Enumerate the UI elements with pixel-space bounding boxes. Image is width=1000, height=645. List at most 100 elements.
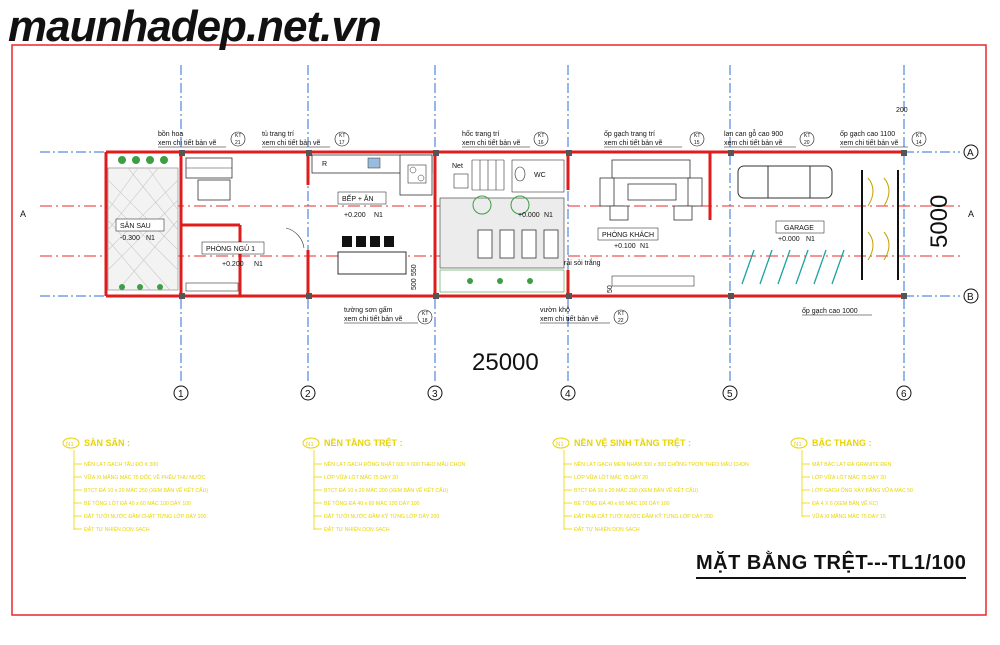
callout-title-dry-garden: vườn khô (540, 307, 570, 314)
callout-title-flower-bed: bồn hoa (158, 129, 183, 138)
legend-tag-bubble (62, 437, 80, 449)
top-small-dimension: 200 (896, 107, 908, 114)
ref-num-0: 21 (235, 140, 241, 146)
ref-top-2: KT (538, 133, 544, 139)
callout-sub-niche: xem chi tiết bản vẽ (462, 138, 520, 147)
legend-tag: N1 (794, 442, 802, 448)
room-tag-living: N1 (640, 243, 649, 250)
step-dimension-b: 550 (411, 264, 418, 276)
legend-title: NỀN TẦNG TRỆT : (324, 437, 403, 448)
net-label: Net (452, 163, 463, 170)
sheet-frame (11, 44, 987, 616)
legend-title: BẬC THANG : (812, 437, 872, 448)
ref-num-1: 17 (339, 140, 345, 146)
room-level-garage: +0.000 (778, 236, 800, 243)
legend-line: ĐẤT TỰ NHIÊN DỌN SẠCH (574, 525, 640, 533)
room-tag-bedroom: N1 (254, 261, 263, 268)
ref-top-1: KT (339, 133, 345, 139)
room-level-stair-hall: +0.000 (518, 212, 540, 219)
axis-label-2: 2 (305, 389, 311, 400)
callout-title-railing: lan can gỗ cao 900 (724, 129, 783, 138)
callout-leaders (158, 146, 908, 324)
callout-sub-deco-tile: xem chi tiết bản vẽ (604, 138, 662, 147)
legend-line: BÊ TÔNG ĐÁ 40 x 60 MÁC 100 DÀY 100 (574, 499, 670, 507)
watermark: maunhadep.net.vn (8, 2, 382, 51)
ref-num-6: 18 (422, 318, 428, 324)
legend-line: ĐẤT TƯỚI NƯỚC ĐẦM KỸ TỪNG LỚP DÀY 200 (324, 513, 439, 520)
dining-chairs (342, 236, 394, 247)
legend-title: SÀN SÂN : (84, 437, 130, 448)
axis-label-4: 4 (565, 389, 571, 400)
room-tag-kitchen: N1 (374, 212, 383, 219)
legend-tag: N1 (556, 442, 564, 448)
axis-label-3: 3 (432, 389, 438, 400)
section-mark-left: A (20, 209, 26, 219)
living-room-sofa (599, 159, 703, 221)
fridge-label: R (322, 161, 327, 168)
callout-sub-dry-garden: xem chi tiết bản vẽ (540, 314, 598, 323)
legend-line: BTCT ĐÁ 10 x 20 MÁC 200 (XEM BẢN VẼ KẾT … (574, 487, 698, 494)
stair-plants (472, 195, 530, 215)
callout-sub-flower-bed: xem chi tiết bản vẽ (158, 138, 216, 147)
ref-top-0: KT (235, 133, 241, 139)
ref-num-3: 15 (694, 140, 700, 146)
legend-line: ĐẤT TỰ NHIÊN DỌN SẠCH (324, 525, 390, 533)
legend-tag-bubble (552, 437, 570, 449)
legend-line: BTCT ĐÁ 10 x 20 MÁC 250 (XEM BẢN VẼ KẾT … (84, 487, 208, 494)
axis-bubbles-numbered (173, 385, 912, 401)
garage-car (737, 165, 833, 199)
callout-sub-cabinet: xem chi tiết bản vẽ (262, 138, 320, 147)
stair-steps (477, 229, 559, 259)
axis-bubbles-lettered (963, 144, 979, 304)
axis-label-b: B (967, 292, 974, 303)
callout-title-cabinet: tủ trang trí (262, 130, 294, 138)
ref-num-4: 20 (804, 140, 810, 146)
step-dimension-c: 50 (607, 285, 614, 293)
dining-table (337, 251, 407, 275)
room-tag-garage: N1 (806, 236, 815, 243)
legend-block: N1 BẬC THANG : MẶT BẬC LÁT ĐÁ GRANITE ĐEN L… (790, 437, 913, 520)
legend-line: NỀN LÁT GẠCH MEN NHÁM 300 x 300 CHỐNG TR… (574, 461, 749, 468)
ref-num-5: 14 (916, 140, 922, 146)
ref-num-2: 16 (538, 140, 544, 146)
legend-line: NỀN LÁT GẠCH ĐỒNG NHẤT 600 X 600 THEO MẪ… (324, 461, 466, 468)
legend-line: ĐÁ 4 X 6 (XEM BẢN VẼ KC) (812, 500, 878, 507)
ref-top-7: KT (618, 311, 624, 317)
room-tag-back-yard: N1 (146, 235, 155, 242)
room-name-bedroom: PHÒNG NGỦ 1 (206, 244, 255, 253)
garage-motorbikes (741, 249, 845, 285)
sheet-title-underline (696, 577, 966, 579)
room-level-back-yard: -0.300 (120, 235, 140, 242)
room-name-kitchen: BẾP + ĂN (342, 193, 374, 203)
legend-line: MẶT BẬC LÁT ĐÁ GRANITE ĐEN (812, 461, 892, 468)
step-dimension-a: 500 (411, 278, 418, 290)
walls (104, 150, 904, 298)
legend-line: VỮA XI MĂNG MÁC 75 DỐC VỀ PHỄU THU NƯỚC (84, 474, 206, 481)
legend-line: LỚP VỮA LÓT MÁC 75 DÀY 20 (812, 474, 886, 481)
legend-line: ĐẤT TỰ NHIÊN DỌN SẠCH (84, 525, 150, 533)
room-level-bedroom: +0.200 (222, 261, 244, 268)
callout-sub-tile-1100: xem chi tiết bản vẽ (840, 138, 898, 147)
legend-line: VỮA XI MĂNG MÁC 75 DÀY 15 (812, 513, 886, 520)
legend-title: NỀN VỆ SINH TẦNG TRỆT : (574, 437, 691, 448)
ref-top-5: KT (916, 133, 922, 139)
callout-title-deco-tile: ốp gạch trang trí (604, 129, 655, 138)
material-legend: N1 SÀN SÂN : NỀN LÁT GẠCH TẦU ĐỎ K 300VỮA … (62, 437, 913, 533)
legend-line: BTCT ĐÁ 10 x 20 MÁC 200 (XEM BẢN VẼ KẾT … (324, 487, 448, 494)
callout-title-tile-1100: ốp gạch cao 1100 (840, 129, 895, 138)
legend-block: N1 NỀN VỆ SINH TẦNG TRỆT : NỀN LÁT GẠCH ME… (552, 437, 749, 533)
room-tag-stair-hall: N1 (544, 212, 553, 219)
callout-title-niche: hốc trang trí (462, 129, 499, 138)
legend-line: NỀN LÁT GẠCH TẦU ĐỎ K 300 (84, 461, 158, 468)
callout-sub-railing: xem chi tiết bản vẽ (724, 138, 782, 147)
legend-line: ĐẤT TƯỚI NƯỚC ĐẦM CHẶT TỪNG LỚP DÀY 200 (84, 513, 206, 520)
legend-line: LỚP VỮA LÓT MÁC 75 DÀY 20 (574, 474, 648, 481)
legend-line: ĐẤT PHA CÁT TƯỚI NƯỚC ĐẦM KỸ TỪNG LỚP DÀ… (574, 513, 713, 520)
legend-tag: N1 (66, 442, 74, 448)
room-level-kitchen: +0.200 (344, 212, 366, 219)
overall-width-dimension: 5000 (926, 195, 953, 248)
room-level-living: +0.100 (614, 243, 636, 250)
ref-num-7: 22 (618, 318, 624, 324)
